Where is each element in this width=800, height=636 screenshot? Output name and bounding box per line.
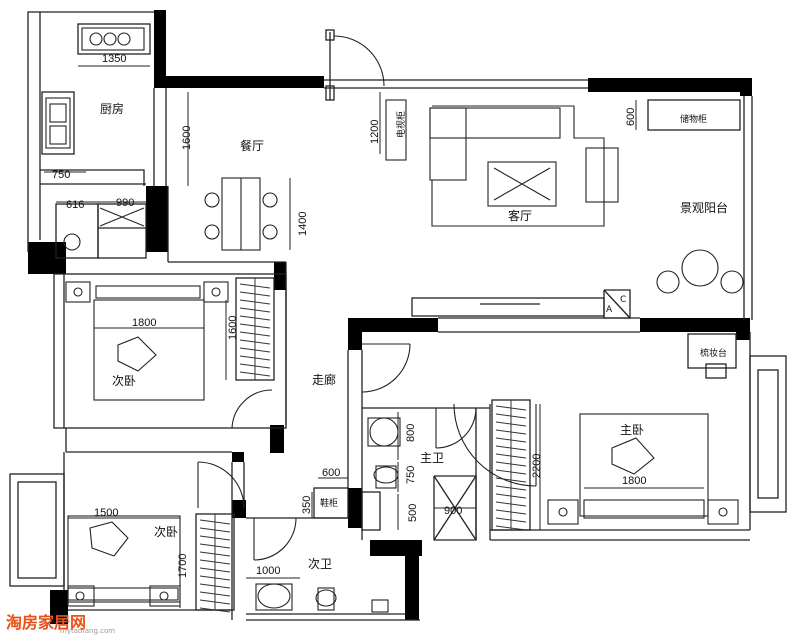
dim-dining-1400: 1400 [297, 212, 309, 236]
dim-bath-800: 800 [405, 424, 417, 442]
dim-balcony-600: 600 [625, 108, 637, 126]
corridor-label: 走廊 [312, 372, 336, 387]
room-labels: 厨房 餐厅 客厅 景观阳台 走廊 次卧 次卧 主卧 主卫 次卫 [100, 101, 728, 571]
dim-kitchen-990: 990 [116, 197, 134, 209]
living-label: 客厅 [508, 208, 532, 223]
furniture [45, 27, 744, 613]
dim-bath-750: 750 [405, 466, 417, 484]
balcony-label: 景观阳台 [680, 200, 728, 215]
bedroom-a-label: 次卧 [112, 374, 136, 388]
mark-a: A [606, 305, 613, 315]
doors [197, 35, 537, 561]
master-bath-label: 主卫 [420, 451, 444, 465]
watermark-brand: 淘房家居网 [6, 613, 86, 632]
dimension-lines [44, 65, 704, 608]
dim-corridor-600: 600 [322, 467, 340, 479]
dimension-labels: 1350 750 616 990 1600 1400 1200 600 1800… [52, 53, 646, 578]
dim-dining-1600: 1600 [181, 126, 193, 150]
dim-kitchen-750: 750 [52, 169, 70, 181]
dim-bath-500: 500 [407, 504, 419, 522]
dim-bed-b-1700: 1700 [177, 554, 189, 578]
dim-bed-a-1600: 1600 [227, 316, 239, 340]
wardrobe-hatching [199, 278, 527, 613]
mark-c: C [620, 295, 626, 305]
bedroom-b-label: 次卧 [154, 525, 178, 539]
dim-bath-900: 900 [444, 505, 462, 517]
dim-kitchen-width: 1350 [102, 53, 126, 65]
dim-bed-b-width: 1500 [94, 507, 118, 519]
dim-master-2200: 2200 [531, 454, 543, 478]
dresser-label: 梳妆台 [700, 347, 727, 359]
dim-master-bed: 1800 [622, 475, 646, 487]
watermark: 淘房家居网 mytaofang.com [6, 613, 115, 635]
shoe-cabinet-label: 鞋柜 [320, 497, 338, 509]
walls [28, 10, 752, 624]
dining-label: 餐厅 [240, 138, 264, 153]
storage-label: 储物柜 [680, 113, 707, 125]
dim-bed-a-width: 1800 [132, 317, 156, 329]
dim-kitchen-616: 616 [66, 199, 84, 211]
kitchen-label: 厨房 [100, 101, 124, 116]
dim-bath2-1000: 1000 [256, 565, 280, 577]
dim-corridor-350: 350 [301, 496, 313, 514]
fixture-labels: 储物柜 鞋柜 梳妆台 电视柜 A C [320, 111, 727, 509]
watermark-url: mytaofang.com [60, 627, 115, 635]
master-label: 主卧 [620, 423, 644, 437]
tv-cabinet-label: 电视柜 [395, 111, 407, 138]
second-bath-label: 次卫 [308, 557, 332, 571]
dim-living-1200: 1200 [369, 120, 381, 144]
